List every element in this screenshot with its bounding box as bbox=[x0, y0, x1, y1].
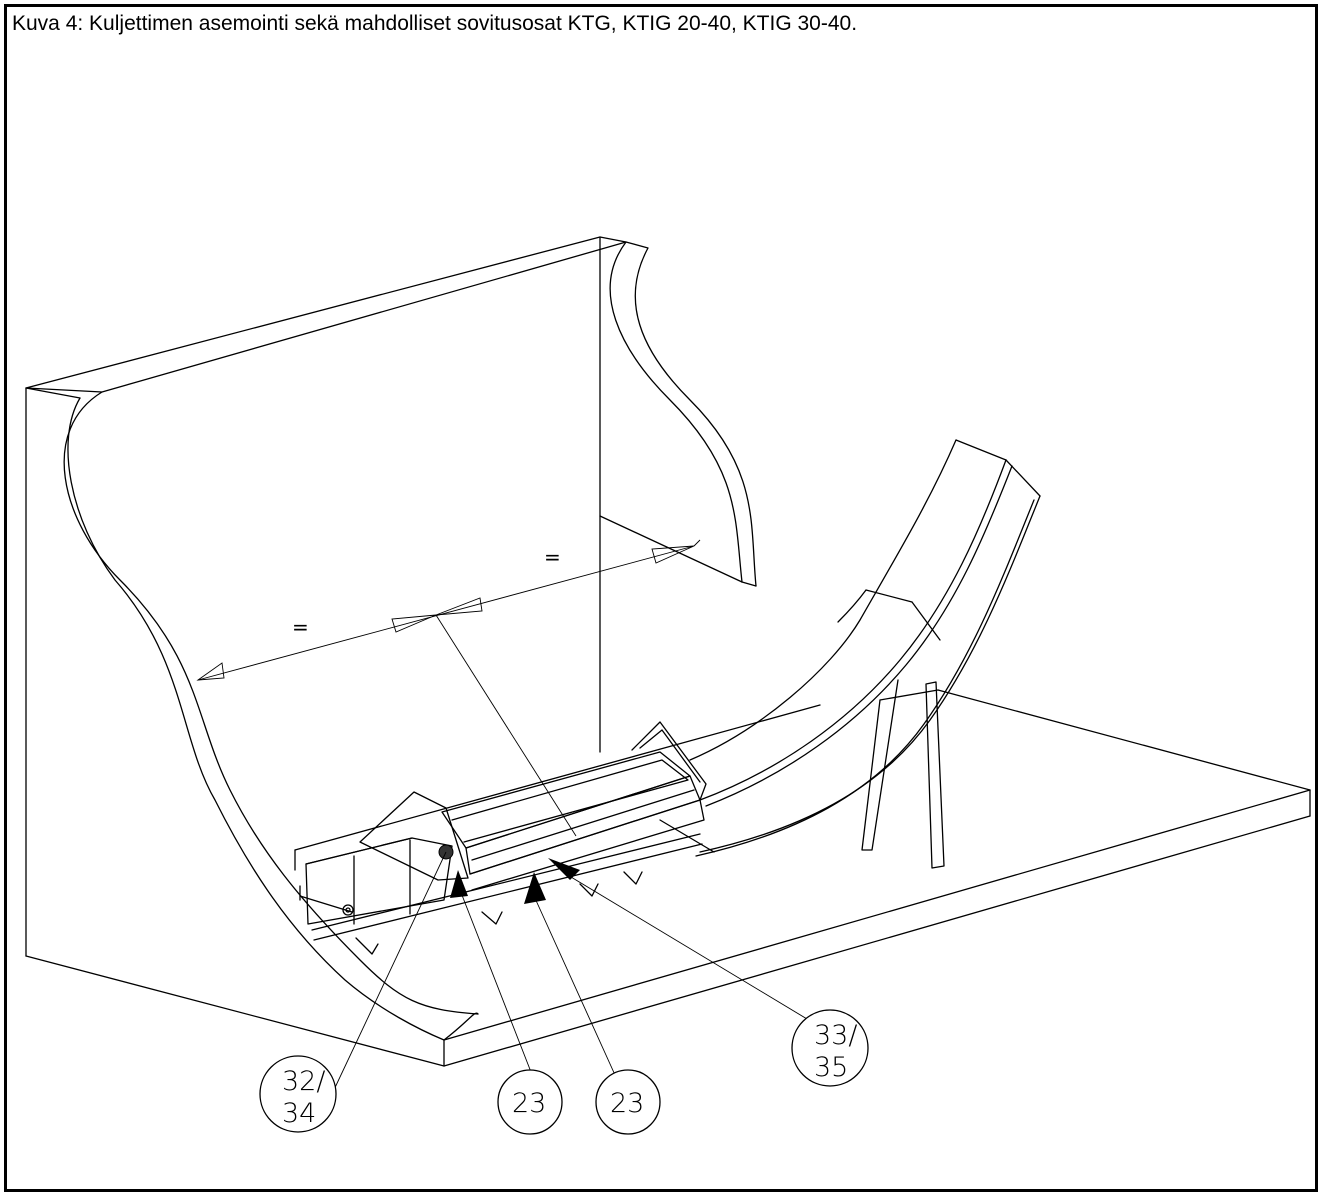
conveyor-trough bbox=[299, 721, 715, 955]
arrow-head-23a bbox=[450, 870, 468, 898]
callout-33-35: 33/ 35 bbox=[791, 1009, 869, 1087]
support-legs bbox=[861, 679, 945, 869]
callout-33-35-top: 33/ bbox=[814, 1020, 857, 1051]
callout-32-34-bottom: 34 bbox=[282, 1098, 316, 1129]
callout-23-first: 23 bbox=[497, 1069, 563, 1135]
callout-23-second: 23 bbox=[595, 1069, 661, 1135]
callout-33-35-bottom: 35 bbox=[814, 1052, 848, 1083]
pit-wall bbox=[25, 236, 757, 1067]
callout-23-second-label: 23 bbox=[610, 1088, 644, 1119]
dimension-line bbox=[196, 539, 701, 837]
floor-slab bbox=[294, 689, 1311, 1067]
callout-32-34: 32/ 34 bbox=[259, 1055, 337, 1133]
leader-arrows bbox=[331, 851, 823, 1095]
arrow-head-23b bbox=[524, 872, 546, 904]
figure-caption: Kuva 4: Kuljettimen asemointi sekä mahdo… bbox=[12, 12, 858, 35]
callout-32-34-top: 32/ bbox=[282, 1066, 325, 1097]
drawing-frame bbox=[4, 4, 1318, 1192]
callout-23-first-label: 23 bbox=[512, 1088, 546, 1119]
equal-mark-right: = bbox=[544, 545, 561, 569]
equal-mark-left: = bbox=[292, 615, 309, 639]
curved-conveyor bbox=[689, 439, 1041, 857]
arrow-head-33 bbox=[548, 858, 580, 880]
